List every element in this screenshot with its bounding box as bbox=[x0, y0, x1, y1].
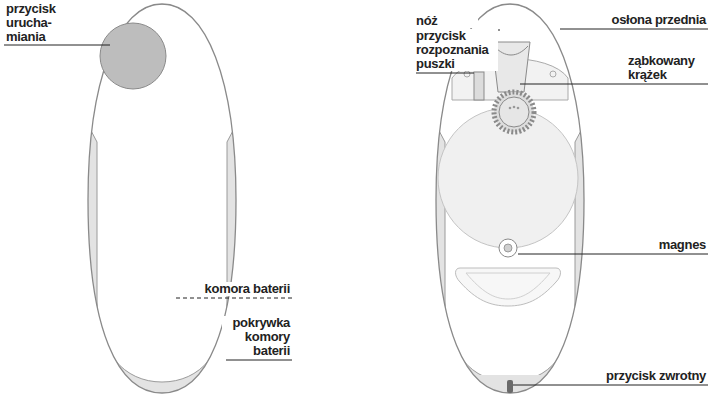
part-label: pokrywka komory baterii bbox=[222, 316, 292, 358]
part-label: przycisk zwrotny bbox=[584, 369, 708, 383]
part-label: przycisk rozpoznania puszki bbox=[414, 29, 498, 71]
part-label: ząbkowany krążek bbox=[626, 54, 710, 82]
part-label: przycisk urucha- miania bbox=[4, 2, 70, 44]
part-label: magnes bbox=[634, 238, 708, 252]
part-label: osłona przednia bbox=[594, 13, 708, 27]
part-label: komora baterii bbox=[198, 282, 292, 296]
leader-lines bbox=[4, 29, 708, 385]
part-label: nóż bbox=[414, 14, 478, 28]
